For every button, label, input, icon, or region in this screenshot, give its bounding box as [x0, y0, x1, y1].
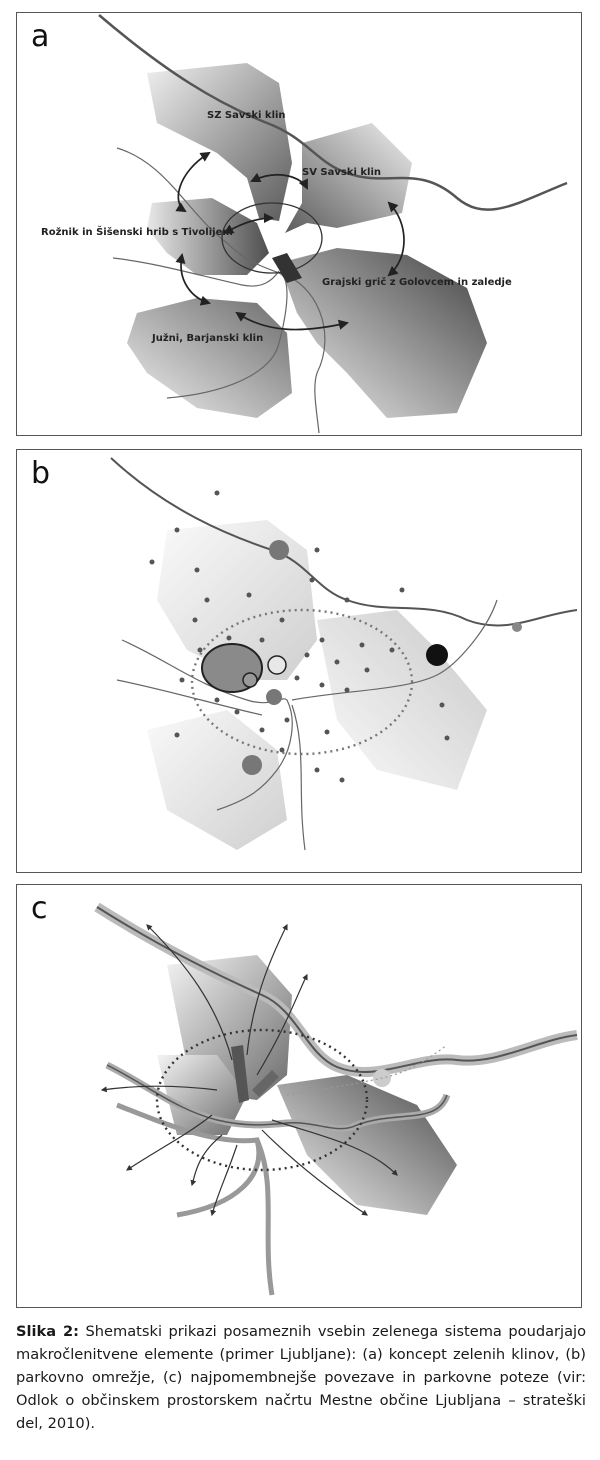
inner-ring — [155, 1028, 369, 1172]
label-juzni-klin: Južni, Barjanski klin — [151, 332, 263, 344]
river-branch-east — [291, 599, 498, 701]
river-branch-south — [291, 704, 306, 851]
river-sava — [98, 14, 568, 211]
dotted-link — [286, 1044, 448, 1096]
panel-letter-b: b — [31, 456, 51, 491]
river-gradascica — [112, 257, 280, 287]
park-east — [426, 644, 448, 666]
river-sava-core — [96, 906, 578, 1073]
park-ring — [190, 608, 414, 756]
panel-letter-c: c — [31, 891, 48, 926]
green-area-north — [157, 520, 317, 680]
connection-arrows — [175, 151, 405, 331]
wedge-grajski — [279, 248, 487, 418]
wedge-sz — [147, 63, 292, 221]
river-sava — [94, 902, 578, 1077]
park-points — [149, 490, 450, 783]
park-center — [266, 689, 282, 705]
label-sz-savski-klin: SZ Savski klin — [207, 110, 286, 121]
park-north — [269, 540, 289, 560]
panel-letter-a: a — [31, 19, 50, 54]
river-ljubljanica-core — [106, 1064, 448, 1130]
label-sv-savski-klin: SV Savski klin — [302, 167, 381, 178]
park-link-bar — [252, 1070, 279, 1097]
river-branch — [278, 272, 326, 434]
connections-map — [94, 902, 578, 1296]
park-castle — [267, 655, 287, 675]
green-area-east — [277, 1075, 457, 1215]
park-south — [242, 755, 262, 775]
green-area-south — [147, 710, 287, 850]
panel-a-green-wedges: a — [16, 12, 582, 436]
label-roznik: Rožnik in Šišenski hrib s Tivolijem — [41, 225, 233, 238]
park-small — [242, 672, 258, 688]
castle-hill-spot — [272, 253, 302, 283]
green-wedges-map: SZ Savski klin SV Savski klin Rožnik in … — [41, 14, 568, 434]
caption-text: Shematski prikazi posameznih vsebin zele… — [16, 1323, 587, 1432]
castle-hill-bar — [231, 1045, 249, 1103]
figure-caption: Slika 2: Shematski prikazi posameznih vs… — [16, 1320, 586, 1435]
river-gradascica — [116, 679, 263, 716]
river-ljubljanica — [121, 639, 293, 811]
river-south — [254, 1138, 275, 1296]
caption-lead: Slika 2: — [16, 1323, 80, 1340]
river-gradascica — [116, 1102, 262, 1218]
panel-b-park-network: b — [16, 449, 582, 873]
green-area-east — [317, 610, 487, 790]
center-ring — [221, 202, 323, 274]
green-area-west — [157, 1055, 247, 1135]
park-ring-node — [512, 622, 522, 632]
panel-c-main-connections: c — [16, 884, 582, 1308]
label-grajski-gric: Grajski grič z Golovcem in zaledje — [322, 276, 512, 288]
park-network-map — [110, 457, 578, 851]
wedge-juzni — [127, 298, 292, 418]
green-link-arrows — [100, 923, 398, 1217]
wedge-sv — [285, 123, 412, 233]
